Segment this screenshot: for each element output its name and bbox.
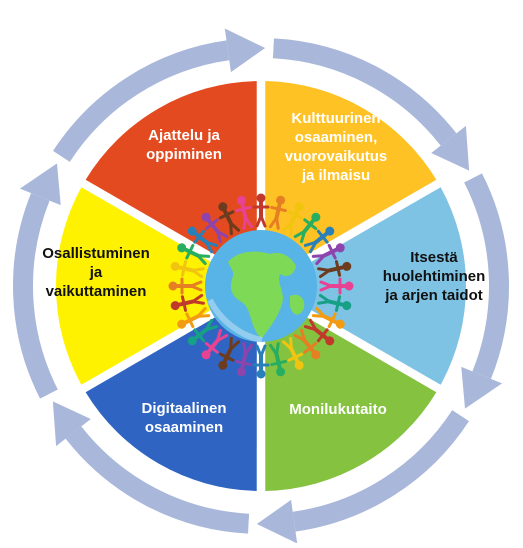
people-ring-icon: [168, 193, 354, 379]
cycle-arrow-icon: [65, 426, 250, 534]
segment-label-line: osaaminen: [145, 419, 223, 436]
cycle-arrowhead-icon: [256, 499, 298, 544]
segment-label-line: huolehtiminen: [383, 268, 486, 285]
segment-label-line: Monilukutaito: [289, 401, 387, 418]
segment-digital: [85, 309, 257, 491]
segment-label-line: Ajattelu ja: [148, 127, 220, 144]
person-figure-icon: [303, 226, 335, 254]
cycle-arrow-icon: [53, 40, 230, 162]
segment-label-multiliteracy: Monilukutaito: [289, 401, 387, 418]
person-figure-icon: [201, 328, 229, 360]
person-figure-icon: [293, 328, 321, 360]
globe-icon: [205, 230, 317, 343]
person-figure-icon: [187, 318, 219, 346]
person-figure-icon: [268, 195, 287, 230]
person-figure-icon: [177, 243, 211, 266]
segment-label-line: vaikuttaminen: [46, 283, 147, 300]
segment-label-line: osaaminen,: [295, 129, 378, 146]
segment-multiliteracy: [265, 309, 437, 491]
person-figure-icon: [170, 260, 205, 279]
segment-label-line: Osallistuminen: [42, 245, 150, 262]
cycle-arrow-icon: [292, 410, 469, 532]
cycle-arrowhead-icon: [461, 366, 503, 409]
person-figure-icon: [303, 318, 335, 346]
person-figure-icon: [252, 344, 270, 379]
person-figure-icon: [293, 212, 321, 244]
segment-label-line: Kulttuurinen: [291, 110, 380, 127]
person-figure-icon: [311, 243, 345, 266]
segment-sectors: [56, 81, 466, 491]
segment-label-participation: Osallistuminen ja vaikuttaminen: [42, 245, 150, 300]
person-figure-icon: [311, 306, 345, 329]
segment-label-line: Digitaalinen: [141, 400, 226, 417]
segment-labels: Ajattelu ja oppiminen Kulttuurinen osaamine…: [42, 110, 485, 436]
cycle-arrowhead-icon: [431, 125, 470, 171]
person-figure-icon: [281, 336, 304, 370]
cycle-arrowhead-icon: [19, 163, 61, 206]
cycle-arrowhead-icon: [224, 28, 266, 73]
person-figure-icon: [317, 260, 352, 279]
person-figure-icon: [218, 202, 241, 236]
person-figure-icon: [201, 212, 229, 244]
segment-selfcare: [297, 187, 466, 385]
segment-label-line: Itsestä: [410, 249, 458, 266]
segment-label-culture: Kulttuurinen osaaminen, vuorovaikutus ja il…: [285, 110, 388, 184]
segment-participation: [56, 187, 225, 385]
person-figure-icon: [187, 226, 219, 254]
cycle-arrow-ring: [13, 28, 509, 544]
segment-thinking: [85, 81, 257, 263]
segment-label-digital: Digitaalinen osaaminen: [141, 400, 226, 436]
person-figure-icon: [177, 306, 211, 329]
segment-label-line: ja ilmaisu: [301, 167, 370, 184]
cycle-arrow-icon: [272, 38, 457, 146]
segment-label-selfcare: Itsestä huolehtiminen ja arjen taidot: [383, 249, 486, 304]
person-figure-icon: [235, 342, 254, 377]
segment-culture: [265, 81, 437, 263]
segment-label-line: ja arjen taidot: [384, 287, 483, 304]
person-figure-icon: [168, 277, 203, 295]
person-figure-icon: [268, 342, 287, 377]
cycle-arrowhead-icon: [52, 401, 91, 447]
globe-shine: [207, 298, 263, 343]
person-figure-icon: [170, 293, 205, 312]
person-figure-icon: [235, 195, 254, 230]
globe-continents: [228, 251, 305, 338]
person-figure-icon: [317, 293, 352, 312]
segment-label-line: vuorovaikutus: [285, 148, 388, 165]
cycle-arrow-icon: [13, 193, 58, 399]
person-figure-icon: [252, 193, 270, 228]
person-figure-icon: [281, 202, 304, 236]
cycle-arrow-icon: [464, 173, 509, 379]
segment-label-line: ja: [89, 264, 103, 281]
segment-label-line: oppiminen: [146, 146, 222, 163]
person-figure-icon: [218, 336, 241, 370]
segment-label-thinking: Ajattelu ja oppiminen: [146, 127, 222, 163]
person-figure-icon: [319, 277, 354, 295]
